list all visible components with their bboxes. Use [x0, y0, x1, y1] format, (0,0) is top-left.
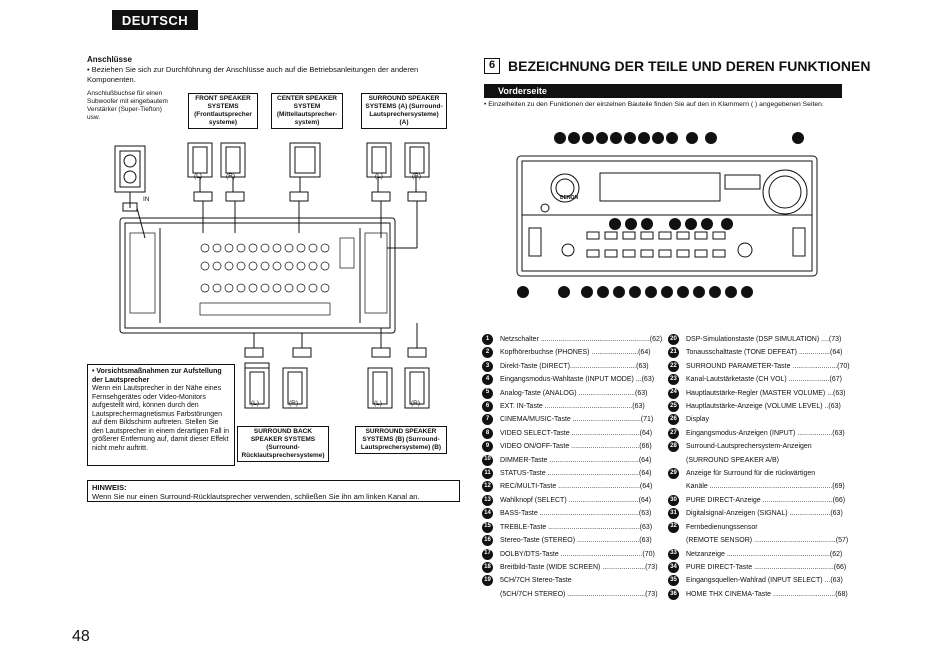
rear-speakers-illustration	[244, 367, 430, 409]
surround-b-left-label: (L)	[374, 400, 382, 407]
list-item-continued: (REMOTE SENSOR) ........................…	[686, 537, 849, 545]
list-item-continued: (5CH/7CH STEREO) .......................…	[500, 590, 658, 598]
front-left-label: (L)	[194, 173, 202, 180]
front-speaker-box: FRONT SPEAKER SYSTEMS (Frontlautsprecher…	[188, 93, 258, 129]
surround-a-right-label: (R)	[412, 173, 422, 180]
back-right-label: (R)	[289, 400, 299, 407]
surround-b-right-label: (R)	[411, 400, 421, 407]
center-speaker-box: CENTER SPEAKER SYSTEM (Mittellautspreche…	[271, 93, 343, 129]
note-title: HINWEIS:	[92, 483, 127, 492]
front-right-label: (R)	[226, 173, 236, 180]
page-number: 48	[72, 628, 90, 645]
language-tab: DEUTSCH	[112, 10, 198, 30]
panel-brand: DENON	[560, 195, 579, 201]
list-item-continued: (SURROUND SPEAKER A/B)	[686, 456, 779, 464]
caution-title: • Vorsichtsmaßnahmen zur Aufstellung der…	[92, 368, 222, 384]
in-label: IN	[143, 196, 150, 203]
section-heading: 6 BEZEICHNUNG DER TEILE UND DEREN FUNKTI…	[484, 58, 870, 74]
surround-b-box: SURROUND SPEAKER SYSTEMS (B) (Surround-L…	[355, 426, 447, 454]
connections-note: • Beziehen Sie sich zur Durchführung der…	[87, 65, 419, 84]
connections-heading: Anschlüsse	[87, 55, 132, 64]
caution-box: • Vorsichtsmaßnahmen zur Aufstellung der…	[87, 364, 235, 466]
receiver-front-drawing	[516, 132, 818, 298]
section-title: BEZEICHNUNG DER TEILE UND DEREN FUNKTION…	[508, 58, 871, 74]
subsection-note: • Einzelheiten zu den Funktionen der ein…	[484, 101, 824, 108]
surround-back-box: SURROUND BACK SPEAKER SYSTEMS (Surround-…	[237, 426, 329, 462]
subsection-bar: Vorderseite	[484, 84, 842, 98]
section-number: 6	[484, 58, 500, 74]
caution-text: Wenn ein Lautsprecher in der Nähe eines …	[92, 385, 229, 452]
speaker-connection-diagram: Anschlußbuchse für einen Subwoofer mit e…	[85, 88, 465, 488]
note-box: HINWEIS: Wenn Sie nur einen Surround-Rüc…	[87, 480, 460, 502]
wiring-illustration	[114, 142, 430, 368]
surround-a-left-label: (L)	[375, 173, 383, 180]
surround-a-box: SURROUND SPEAKER SYSTEMS (A) (Surround-L…	[361, 93, 447, 129]
list-item-continued: Kanäle .................................…	[686, 483, 845, 491]
front-panel-illustration: DENON	[485, 120, 847, 310]
subwoofer-label: Anschlußbuchse für einen Subwoofer mit e…	[87, 90, 168, 121]
note-text: Wenn Sie nur einen Surround-Rücklautspre…	[92, 492, 420, 501]
back-left-label: (L)	[251, 400, 259, 407]
